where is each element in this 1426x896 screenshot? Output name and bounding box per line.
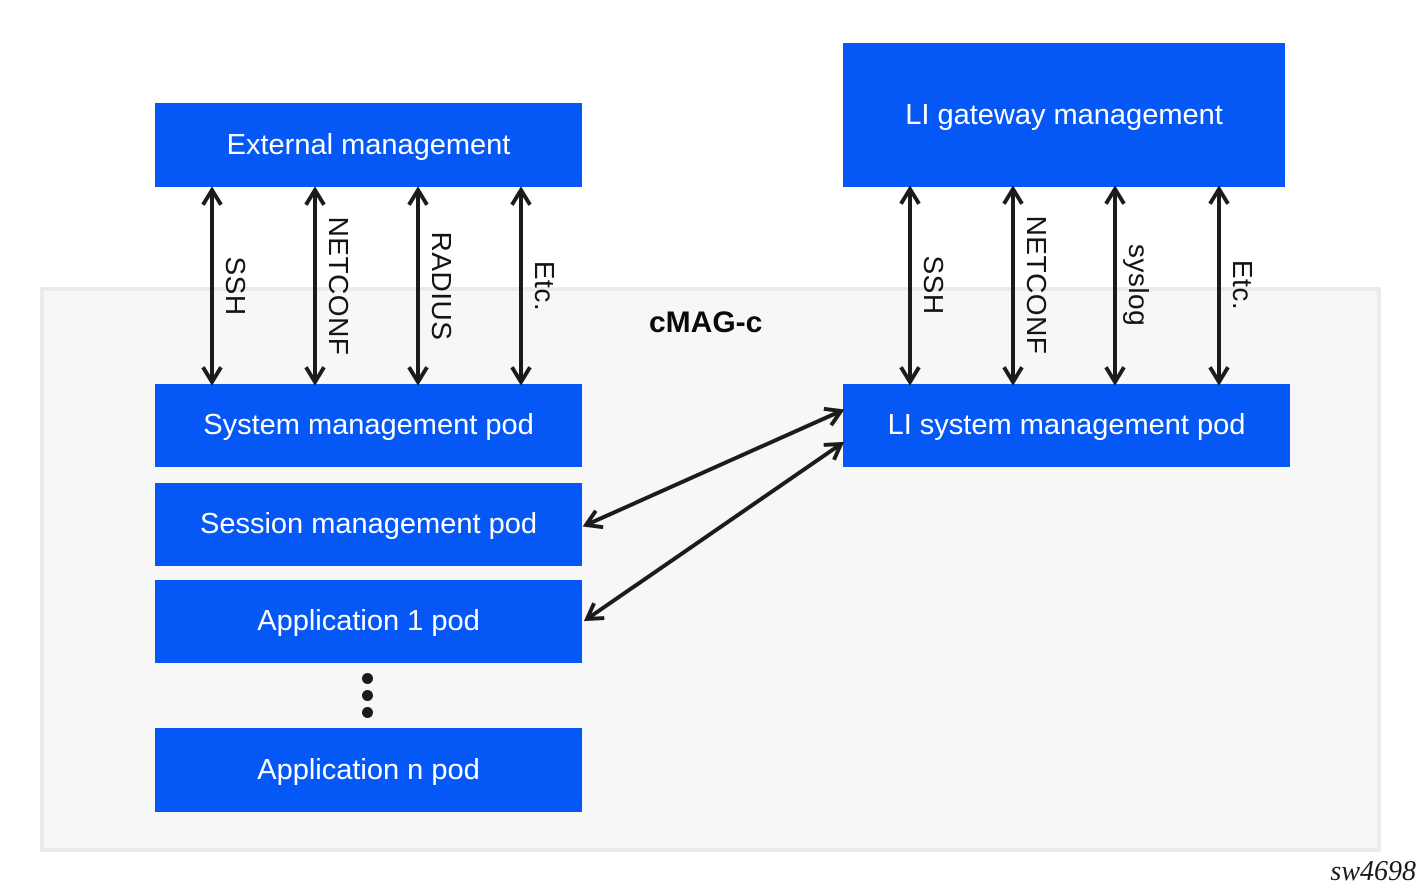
link-label-right-etc: Etc. [1227, 259, 1258, 311]
external-management-label: External management [226, 128, 511, 161]
vertical-ellipsis-icon [362, 707, 373, 718]
session-management-pod-label: Session management pod [200, 508, 537, 540]
application-1-pod-box: Application 1 pod [155, 580, 582, 663]
vertical-ellipsis-icon [362, 673, 373, 684]
link-label-left-netconf: NETCONF [323, 216, 354, 356]
system-management-pod-box: System management pod [155, 384, 582, 467]
cmag-c-label: cMAG-c [649, 306, 763, 339]
application-n-pod-label: Application n pod [257, 753, 480, 786]
link-label-right-ssh: SSH [918, 255, 949, 315]
application-n-pod-box: Application n pod [155, 728, 582, 812]
li-system-management-pod-box: LI system management pod [843, 384, 1290, 467]
link-label-left-ssh: SSH [220, 256, 251, 316]
system-management-pod-label: System management pod [203, 409, 534, 441]
external-management-box: External management [155, 103, 582, 187]
figure-id-watermark: sw4698 [1330, 856, 1416, 887]
link-label-right-syslog: syslog [1123, 243, 1154, 327]
link-label-left-etc: Etc. [529, 260, 560, 312]
application-1-pod-label: Application 1 pod [257, 605, 480, 637]
li-gateway-management-label: LI gateway management [905, 98, 1223, 131]
link-label-right-netconf: NETCONF [1021, 215, 1052, 355]
li-system-management-pod-label: LI system management pod [887, 409, 1246, 441]
session-management-pod-box: Session management pod [155, 483, 582, 566]
li-gateway-management-box: LI gateway management [843, 43, 1285, 187]
vertical-ellipsis-icon [362, 690, 373, 701]
link-label-left-radius: RADIUS [426, 231, 457, 341]
